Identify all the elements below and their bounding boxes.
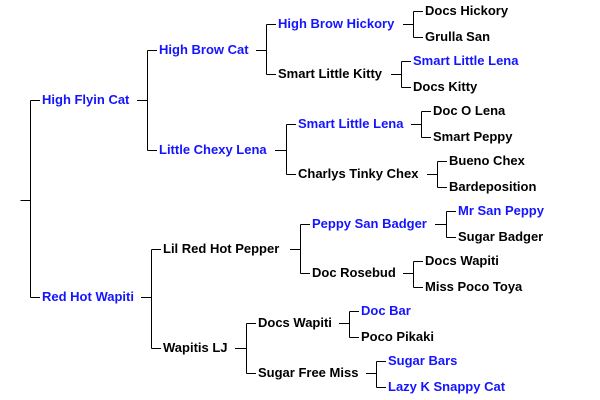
ss-sire-link[interactable]: High Brow Hickory bbox=[278, 16, 395, 31]
dam-link[interactable]: Red Hot Wapiti bbox=[42, 289, 134, 304]
sss-sire-name: Docs Hickory bbox=[425, 3, 509, 18]
sd-dam-name: Charlys Tinky Chex bbox=[298, 166, 419, 181]
ds-dam-name: Doc Rosebud bbox=[312, 265, 396, 280]
sss-dam-name: Grulla San bbox=[425, 29, 491, 44]
dam-sire-name: Lil Red Hot Pepper bbox=[163, 241, 280, 256]
sdd-sire-name: Bueno Chex bbox=[449, 153, 525, 168]
dds-sire-link[interactable]: Doc Bar bbox=[361, 303, 411, 318]
ss-dam-name: Smart Little Kitty bbox=[278, 66, 383, 81]
sdd-dam-name: Bardeposition bbox=[449, 179, 537, 194]
dss-sire-link[interactable]: Mr San Peppy bbox=[458, 203, 544, 218]
ddd-dam-link[interactable]: Lazy K Snappy Cat bbox=[388, 379, 506, 394]
sds-sire-name: Doc O Lena bbox=[433, 103, 506, 118]
ddd-sire-link[interactable]: Sugar Bars bbox=[388, 353, 458, 368]
sire-link[interactable]: High Flyin Cat bbox=[42, 92, 130, 107]
sire-sire-link[interactable]: High Brow Cat bbox=[159, 42, 249, 57]
dd-sire-name: Docs Wapiti bbox=[258, 315, 332, 330]
ds-sire-link[interactable]: Peppy San Badger bbox=[312, 216, 427, 231]
sd-sire-link[interactable]: Smart Little Lena bbox=[298, 116, 404, 131]
dsd-dam-name: Miss Poco Toya bbox=[425, 279, 523, 294]
dam-dam-name: Wapitis LJ bbox=[163, 340, 228, 355]
sire-dam-link[interactable]: Little Chexy Lena bbox=[159, 142, 267, 157]
dd-dam-name: Sugar Free Miss bbox=[258, 365, 359, 380]
dss-dam-name: Sugar Badger bbox=[458, 229, 544, 244]
dsd-sire-name: Docs Wapiti bbox=[425, 253, 499, 268]
dds-dam-name: Poco Pikaki bbox=[361, 329, 434, 344]
ssd-dam-name: Docs Kitty bbox=[413, 79, 478, 94]
ssd-sire-link[interactable]: Smart Little Lena bbox=[413, 53, 519, 68]
sds-dam-name: Smart Peppy bbox=[433, 129, 513, 144]
